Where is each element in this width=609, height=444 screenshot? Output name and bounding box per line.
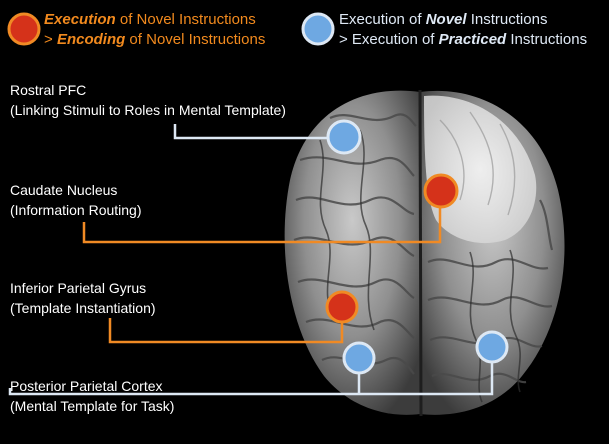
region-label-inferior-parietal-gyrus: Inferior Parietal Gyrus (Template Instan… — [10, 278, 156, 318]
legend-blue-marker — [301, 12, 335, 46]
region-name: Inferior Parietal Gyrus — [10, 280, 147, 296]
legend-blue-line2: > Execution of Practiced Instructions — [339, 30, 587, 50]
legend-orange-line1-emphasis: Execution — [44, 11, 116, 28]
region-label-rostral-pfc: Rostral PFC (Linking Stimuli to Roles in… — [10, 80, 286, 120]
legend-orange-line2-prefix: > — [44, 31, 57, 48]
legend-blue-line2-prefix: > Execution of — [339, 31, 439, 48]
posterior-parietal-cortex-marker-right — [475, 330, 509, 364]
legend-orange-line1: Execution of Novel Instructions — [44, 10, 256, 30]
rostral-pfc-marker — [326, 119, 362, 155]
caudate-nucleus-connector — [82, 205, 442, 244]
legend-blue-line2-emphasis: Practiced — [438, 31, 507, 48]
legend-orange-line2-emphasis: Encoding — [56, 31, 126, 48]
region-name: Caudate Nucleus — [10, 182, 118, 198]
legend-orange-line2-rest: of Novel Instructions — [125, 31, 266, 48]
posterior-parietal-cortex-connector — [8, 362, 494, 396]
region-name: Rostral PFC — [10, 82, 87, 98]
inferior-parietal-gyrus-connector — [108, 318, 344, 344]
legend-blue-line1: Execution of Novel Instructions — [339, 10, 547, 30]
region-function: (Information Routing) — [10, 202, 142, 218]
legend-blue-line1-emphasis: Novel — [425, 11, 467, 28]
region-function: (Mental Template for Task) — [10, 398, 175, 414]
region-function: (Linking Stimuli to Roles in Mental Temp… — [10, 102, 286, 118]
legend-orange-line2: > Encoding of Novel Instructions — [44, 30, 265, 50]
posterior-parietal-cortex-marker-left — [342, 341, 376, 375]
legend-blue-line1-rest: Instructions — [466, 11, 548, 28]
legend-orange-line1-rest: of Novel Instructions — [115, 11, 256, 28]
rostral-pfc-connector — [173, 124, 330, 140]
region-label-caudate-nucleus: Caudate Nucleus (Information Routing) — [10, 180, 142, 220]
region-name: Posterior Parietal Cortex — [10, 378, 163, 394]
brain-image — [284, 89, 565, 417]
legend-orange-marker — [7, 12, 41, 46]
region-function: (Template Instantiation) — [10, 300, 156, 316]
legend-blue-line2-rest: Instructions — [506, 31, 588, 48]
region-label-posterior-parietal-cortex: Posterior Parietal Cortex (Mental Templa… — [10, 376, 174, 416]
inferior-parietal-gyrus-marker — [325, 290, 359, 324]
caudate-nucleus-marker — [423, 173, 459, 209]
legend-blue-line1-prefix: Execution of — [339, 11, 426, 28]
